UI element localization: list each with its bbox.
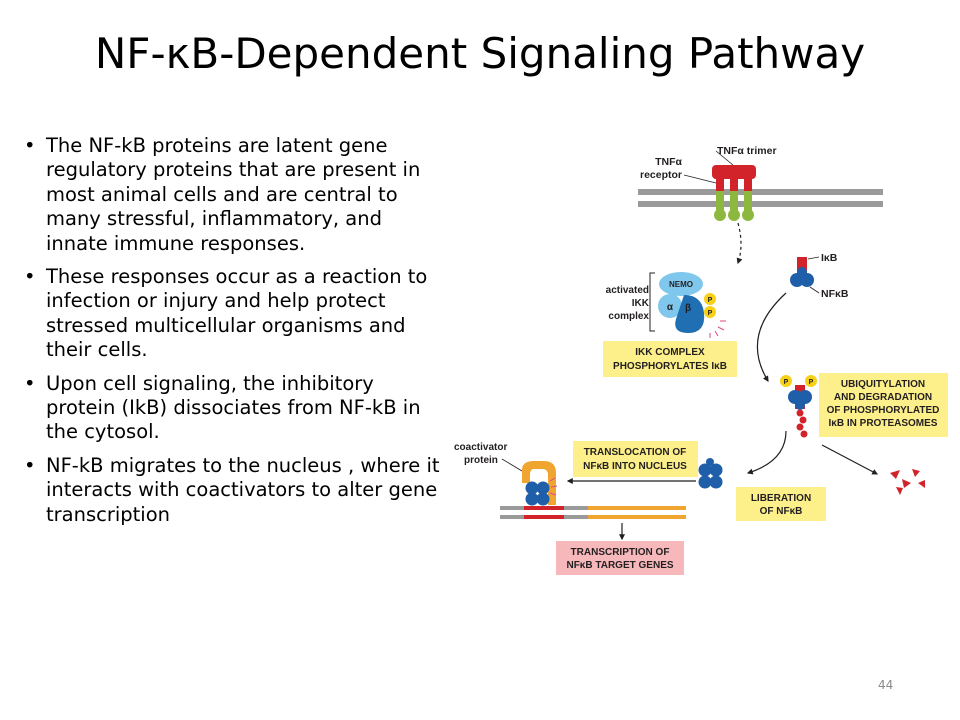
page-number: 44: [878, 678, 894, 692]
coactivator-label-2: protein: [464, 455, 498, 466]
ikk-complex-label-3: complex: [608, 311, 649, 322]
dna: [500, 506, 686, 519]
slide-title: NF-κB-Dependent Signaling Pathway: [94, 29, 866, 78]
transcription-box: [556, 541, 684, 575]
bullet-item: • NF-kB migrates to the nucleus , where i…: [24, 454, 442, 527]
bullet-marker: •: [24, 371, 36, 395]
tnf-receptor-label-1: TNFα: [655, 156, 682, 168]
liberation-box-line-1: LIBERATION: [751, 493, 811, 504]
ikk-complex: NEMO α β P P: [658, 272, 726, 338]
liberation-box-line-2: OF NFκB: [760, 506, 803, 517]
ikb-label: IκB: [821, 252, 838, 264]
ubiq-box-line-3: OF PHOSPHORYLATED: [827, 405, 940, 416]
phospho-label: P: [809, 379, 814, 386]
nemo-label: NEMO: [669, 280, 693, 289]
liberation-box: [736, 487, 826, 521]
bullet-text: NF-kB migrates to the nucleus , where it…: [46, 453, 440, 526]
tnf-receptor: [714, 177, 754, 221]
tnf-trimer: [712, 165, 756, 191]
ubiquitylation-box: [819, 373, 948, 437]
bullet-text: The NF-kB proteins are latent gene regul…: [46, 134, 421, 255]
nucleus-nfkb: [525, 481, 550, 506]
bullet-list: • The NF-kB proteins are latent gene regu…: [24, 134, 442, 536]
nfkb-label: NFκB: [821, 288, 849, 300]
ikk-complex-label-1: activated: [606, 285, 649, 296]
ubiq-box-line-1: UBIQUITYLATION: [841, 379, 925, 390]
phospho-label: P: [708, 310, 713, 317]
ikk-beta-label: β: [685, 303, 691, 314]
ikk-complex-label-2: IKK: [632, 298, 650, 309]
transloc-box-line-1: TRANSLOCATION OF: [584, 447, 687, 458]
tnf-trimer-label: TNFα trimer: [717, 145, 777, 157]
bullet-marker: •: [24, 134, 36, 157]
bullet-item: • These responses occur as a reaction to …: [24, 265, 442, 363]
bullet-text: These responses occur as a reaction to i…: [46, 265, 428, 362]
ikk-phosphorylates-box: [603, 341, 737, 377]
liberated-nfkb: [698, 458, 723, 489]
phospho-label: P: [708, 297, 713, 304]
bullet-marker: •: [24, 265, 36, 289]
transcription-box-line-2: NFκB TARGET GENES: [566, 560, 673, 571]
bullet-marker: •: [24, 453, 36, 477]
coactivator-label-1: coactivator: [454, 442, 507, 453]
nfkb-pathway-diagram: TNFα trimer TNFα receptor activated IKK …: [454, 145, 948, 575]
phospho-label: P: [784, 379, 789, 386]
ubiq-box-line-4: IκB IN PROTEASOMES: [829, 418, 938, 429]
translocation-box: [573, 441, 698, 477]
ubiq-box-line-2: AND DEGRADATION: [834, 392, 932, 403]
coactivator-protein: [522, 461, 558, 505]
phosphorylated-ikb-complex: P P: [780, 375, 817, 438]
transcription-box-line-1: TRANSCRIPTION OF: [571, 547, 670, 558]
transloc-box-line-2: NFκB INTO NUCLEUS: [583, 461, 687, 472]
bullet-item: • The NF-kB proteins are latent gene regu…: [24, 134, 442, 256]
ikk-box-line-1: IKK COMPLEX: [635, 347, 705, 358]
cell-membrane: [638, 189, 883, 207]
bullet-text: Upon cell signaling, the inhibitory prot…: [46, 371, 421, 444]
tnf-receptor-label-2: receptor: [640, 169, 682, 181]
ikb-nfkb-complex: [790, 257, 814, 287]
bullet-item: • Upon cell signaling, the inhibitory pro…: [24, 372, 442, 445]
degraded-ikb-fragments: [890, 469, 925, 495]
ikk-box-line-2: PHOSPHORYLATES IκB: [613, 361, 727, 372]
ikk-alpha-label: α: [667, 302, 674, 313]
